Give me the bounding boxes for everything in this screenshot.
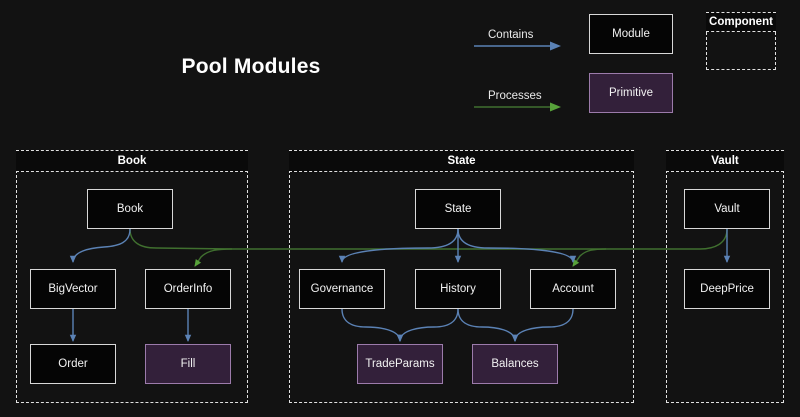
page-title: Pool Modules	[181, 55, 321, 78]
node-state[interactable]: State	[415, 189, 501, 229]
node-history-label: History	[440, 282, 476, 295]
node-vault-label: Vault	[714, 202, 740, 215]
node-balances-label: Balances	[491, 357, 539, 370]
node-history[interactable]: History	[415, 269, 501, 309]
legend-shape-component-label: Component	[706, 12, 776, 32]
node-vault[interactable]: Vault	[684, 189, 770, 229]
node-deepprice-label: DeepPrice	[700, 282, 754, 295]
node-deepprice[interactable]: DeepPrice	[684, 269, 770, 309]
node-state-label: State	[444, 202, 472, 215]
node-account[interactable]: Account	[530, 269, 616, 309]
node-governance[interactable]: Governance	[299, 269, 385, 309]
node-order-label: Order	[58, 357, 88, 370]
legend-label-contains: Contains	[488, 29, 534, 41]
node-orderinfo-label: OrderInfo	[163, 282, 213, 295]
node-order[interactable]: Order	[30, 344, 116, 384]
legend-shape-module-label: Module	[612, 27, 650, 40]
node-tradeparams[interactable]: TradeParams	[357, 344, 443, 384]
legend-arrow-contains	[474, 41, 561, 51]
component-state-label: State	[289, 150, 634, 172]
node-account-label: Account	[552, 282, 594, 295]
legend-shape-primitive: Primitive	[589, 73, 673, 113]
component-book-label: Book	[16, 150, 248, 172]
node-bigvector[interactable]: BigVector	[30, 269, 116, 309]
node-tradeparams-label: TradeParams	[365, 357, 435, 370]
node-balances[interactable]: Balances	[472, 344, 558, 384]
node-governance-label: Governance	[310, 282, 374, 295]
node-book[interactable]: Book	[87, 189, 173, 229]
node-fill[interactable]: Fill	[145, 344, 231, 384]
node-book-label: Book	[116, 202, 144, 215]
node-orderinfo[interactable]: OrderInfo	[145, 269, 231, 309]
legend-label-processes: Processes	[488, 90, 542, 102]
legend-shape-primitive-label: Primitive	[608, 86, 654, 99]
node-fill-label: Fill	[180, 357, 196, 370]
legend-shape-module: Module	[589, 14, 673, 54]
legend-arrow-processes	[474, 102, 561, 112]
component-vault-label: Vault	[666, 150, 784, 172]
node-bigvector-label: BigVector	[48, 282, 98, 295]
